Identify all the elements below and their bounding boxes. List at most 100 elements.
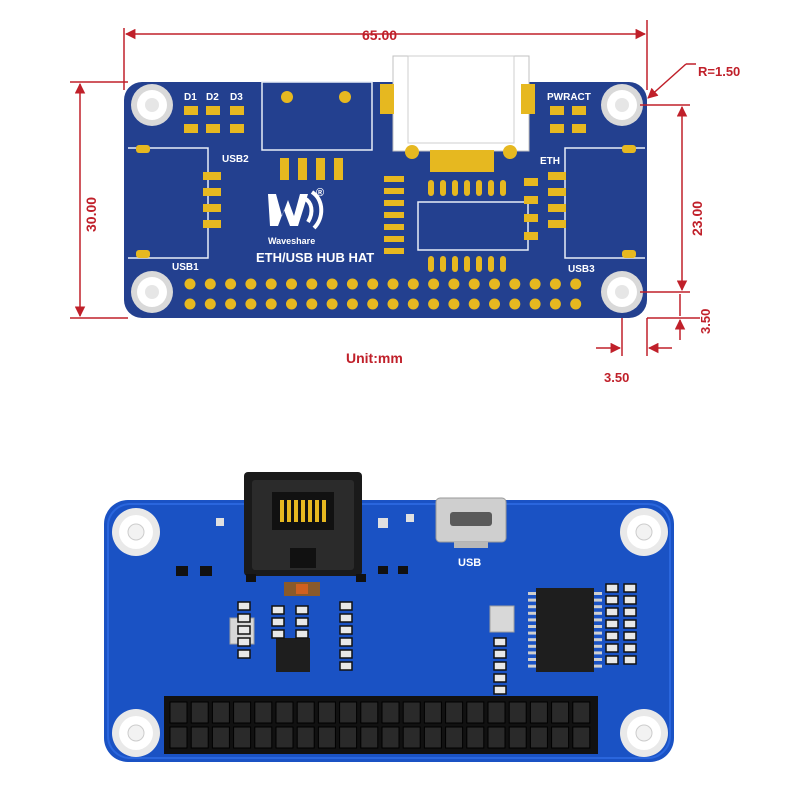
mounting-hole-top-left — [131, 84, 173, 126]
smd-resistor — [339, 661, 353, 671]
header-pin-socket — [169, 726, 188, 749]
dimension-radius-label: R=1.50 — [698, 64, 740, 79]
usb2-pads — [280, 91, 351, 180]
usb3-footprint — [564, 147, 645, 259]
header-pin-socket — [360, 701, 379, 724]
header-pin-socket — [339, 701, 358, 724]
smd-components — [176, 514, 637, 695]
header-pin-socket — [423, 701, 442, 724]
header-pin-socket — [572, 701, 591, 724]
chip-pin — [594, 592, 602, 595]
smd-resistor — [271, 617, 285, 627]
smd-resistor — [623, 619, 637, 629]
smd-resistor — [237, 613, 251, 623]
header-pin-socket — [508, 726, 527, 749]
gpio-pad — [387, 298, 399, 310]
smd-resistor — [605, 583, 619, 593]
smd-resistor — [623, 583, 637, 593]
chip-pin — [528, 598, 536, 602]
header-pin-socket — [402, 726, 421, 749]
chip-pin — [594, 611, 602, 615]
gpio-pad — [265, 278, 277, 290]
label-usb-port: USB — [458, 557, 481, 569]
waveshare-logo-icon — [268, 190, 324, 230]
label-usb1: USB1 — [172, 262, 199, 273]
header-pin-socket — [381, 726, 400, 749]
gpio-pad — [529, 278, 541, 290]
gpio-pad — [448, 298, 460, 310]
gpio-pad — [184, 298, 196, 310]
gpio-pad — [428, 298, 440, 310]
chip-pin — [594, 618, 602, 622]
gpio-pad — [326, 278, 338, 290]
smd-resistor — [605, 619, 619, 629]
header-pin-socket — [339, 726, 358, 749]
chip-pin — [528, 638, 536, 642]
gpio-pad — [407, 298, 419, 310]
gpio-pad — [387, 278, 399, 290]
pcb-photo-view: USB — [104, 472, 674, 762]
gpio-pad — [489, 298, 500, 310]
passive-pads — [384, 176, 538, 254]
label-d3: D3 — [230, 92, 243, 103]
photo-mounting-hole-bottom-left — [112, 709, 160, 757]
mounting-hole-bottom-left — [131, 271, 173, 313]
gpio-pad — [367, 278, 379, 290]
dimension-offset-right-label: 3.50 — [604, 370, 629, 385]
chip-pin — [594, 598, 602, 602]
gpio-pad — [468, 278, 480, 290]
header-pin-socket — [445, 701, 464, 724]
gpio-pad — [570, 278, 582, 290]
label-pwr-act: PWRACT — [547, 92, 591, 103]
smd-resistor — [623, 607, 637, 617]
smd-resistor — [605, 595, 619, 605]
crystal-right — [489, 605, 515, 633]
chip-pin — [594, 664, 602, 668]
header-pin-socket — [254, 726, 273, 749]
header-pin-socket — [508, 701, 527, 724]
gpio-pad — [489, 278, 500, 290]
smd-resistor — [493, 661, 507, 671]
header-pin-socket — [487, 726, 506, 749]
gpio-header-pads — [184, 278, 582, 310]
smd-resistor — [605, 655, 619, 665]
smd-resistor — [493, 685, 507, 695]
smd-resistor — [237, 601, 251, 611]
rj45-connector — [244, 472, 362, 576]
gpio-pad — [204, 278, 216, 290]
smd-resistor — [339, 649, 353, 659]
gpio-pad — [428, 278, 440, 290]
qfn-chip — [276, 638, 310, 672]
label-brand: Waveshare — [268, 236, 315, 246]
smd-resistor — [271, 629, 285, 639]
usb1-pads — [136, 145, 221, 258]
label-usb3: USB3 — [568, 264, 595, 275]
smd-resistor — [623, 631, 637, 641]
label-product-name: ETH/USB HUB HAT — [256, 250, 374, 265]
usb3-pads — [548, 145, 636, 258]
label-d2: D2 — [206, 92, 219, 103]
led-pads — [184, 106, 586, 133]
header-pin-socket — [254, 701, 273, 724]
header-pin-socket — [402, 701, 421, 724]
gpio-pad — [509, 278, 521, 290]
header-pin-socket — [466, 726, 485, 749]
chip-pin — [528, 658, 536, 661]
gpio-pad — [549, 298, 561, 310]
smd-resistor — [623, 595, 637, 605]
chip-pin — [528, 611, 536, 615]
smd-resistor — [605, 607, 619, 617]
smd-resistor — [295, 629, 309, 639]
smd-resistor — [295, 605, 309, 615]
chip-pin — [528, 644, 536, 648]
photo-mounting-hole-top-left — [112, 508, 160, 556]
label-d1: D1 — [184, 92, 197, 103]
pcb-top-view: D1 D2 D3 PWRACT USB2 ETH USB1 USB3 Waves… — [124, 55, 647, 318]
header-pin-socket — [466, 701, 485, 724]
smd-resistor — [339, 601, 353, 611]
chip-pin — [528, 631, 536, 635]
dimension-hole-spacing-label: 23.00 — [689, 201, 705, 236]
ssop-chip — [528, 588, 602, 672]
header-pin-socket — [551, 726, 570, 749]
header-pin-socket — [296, 726, 315, 749]
